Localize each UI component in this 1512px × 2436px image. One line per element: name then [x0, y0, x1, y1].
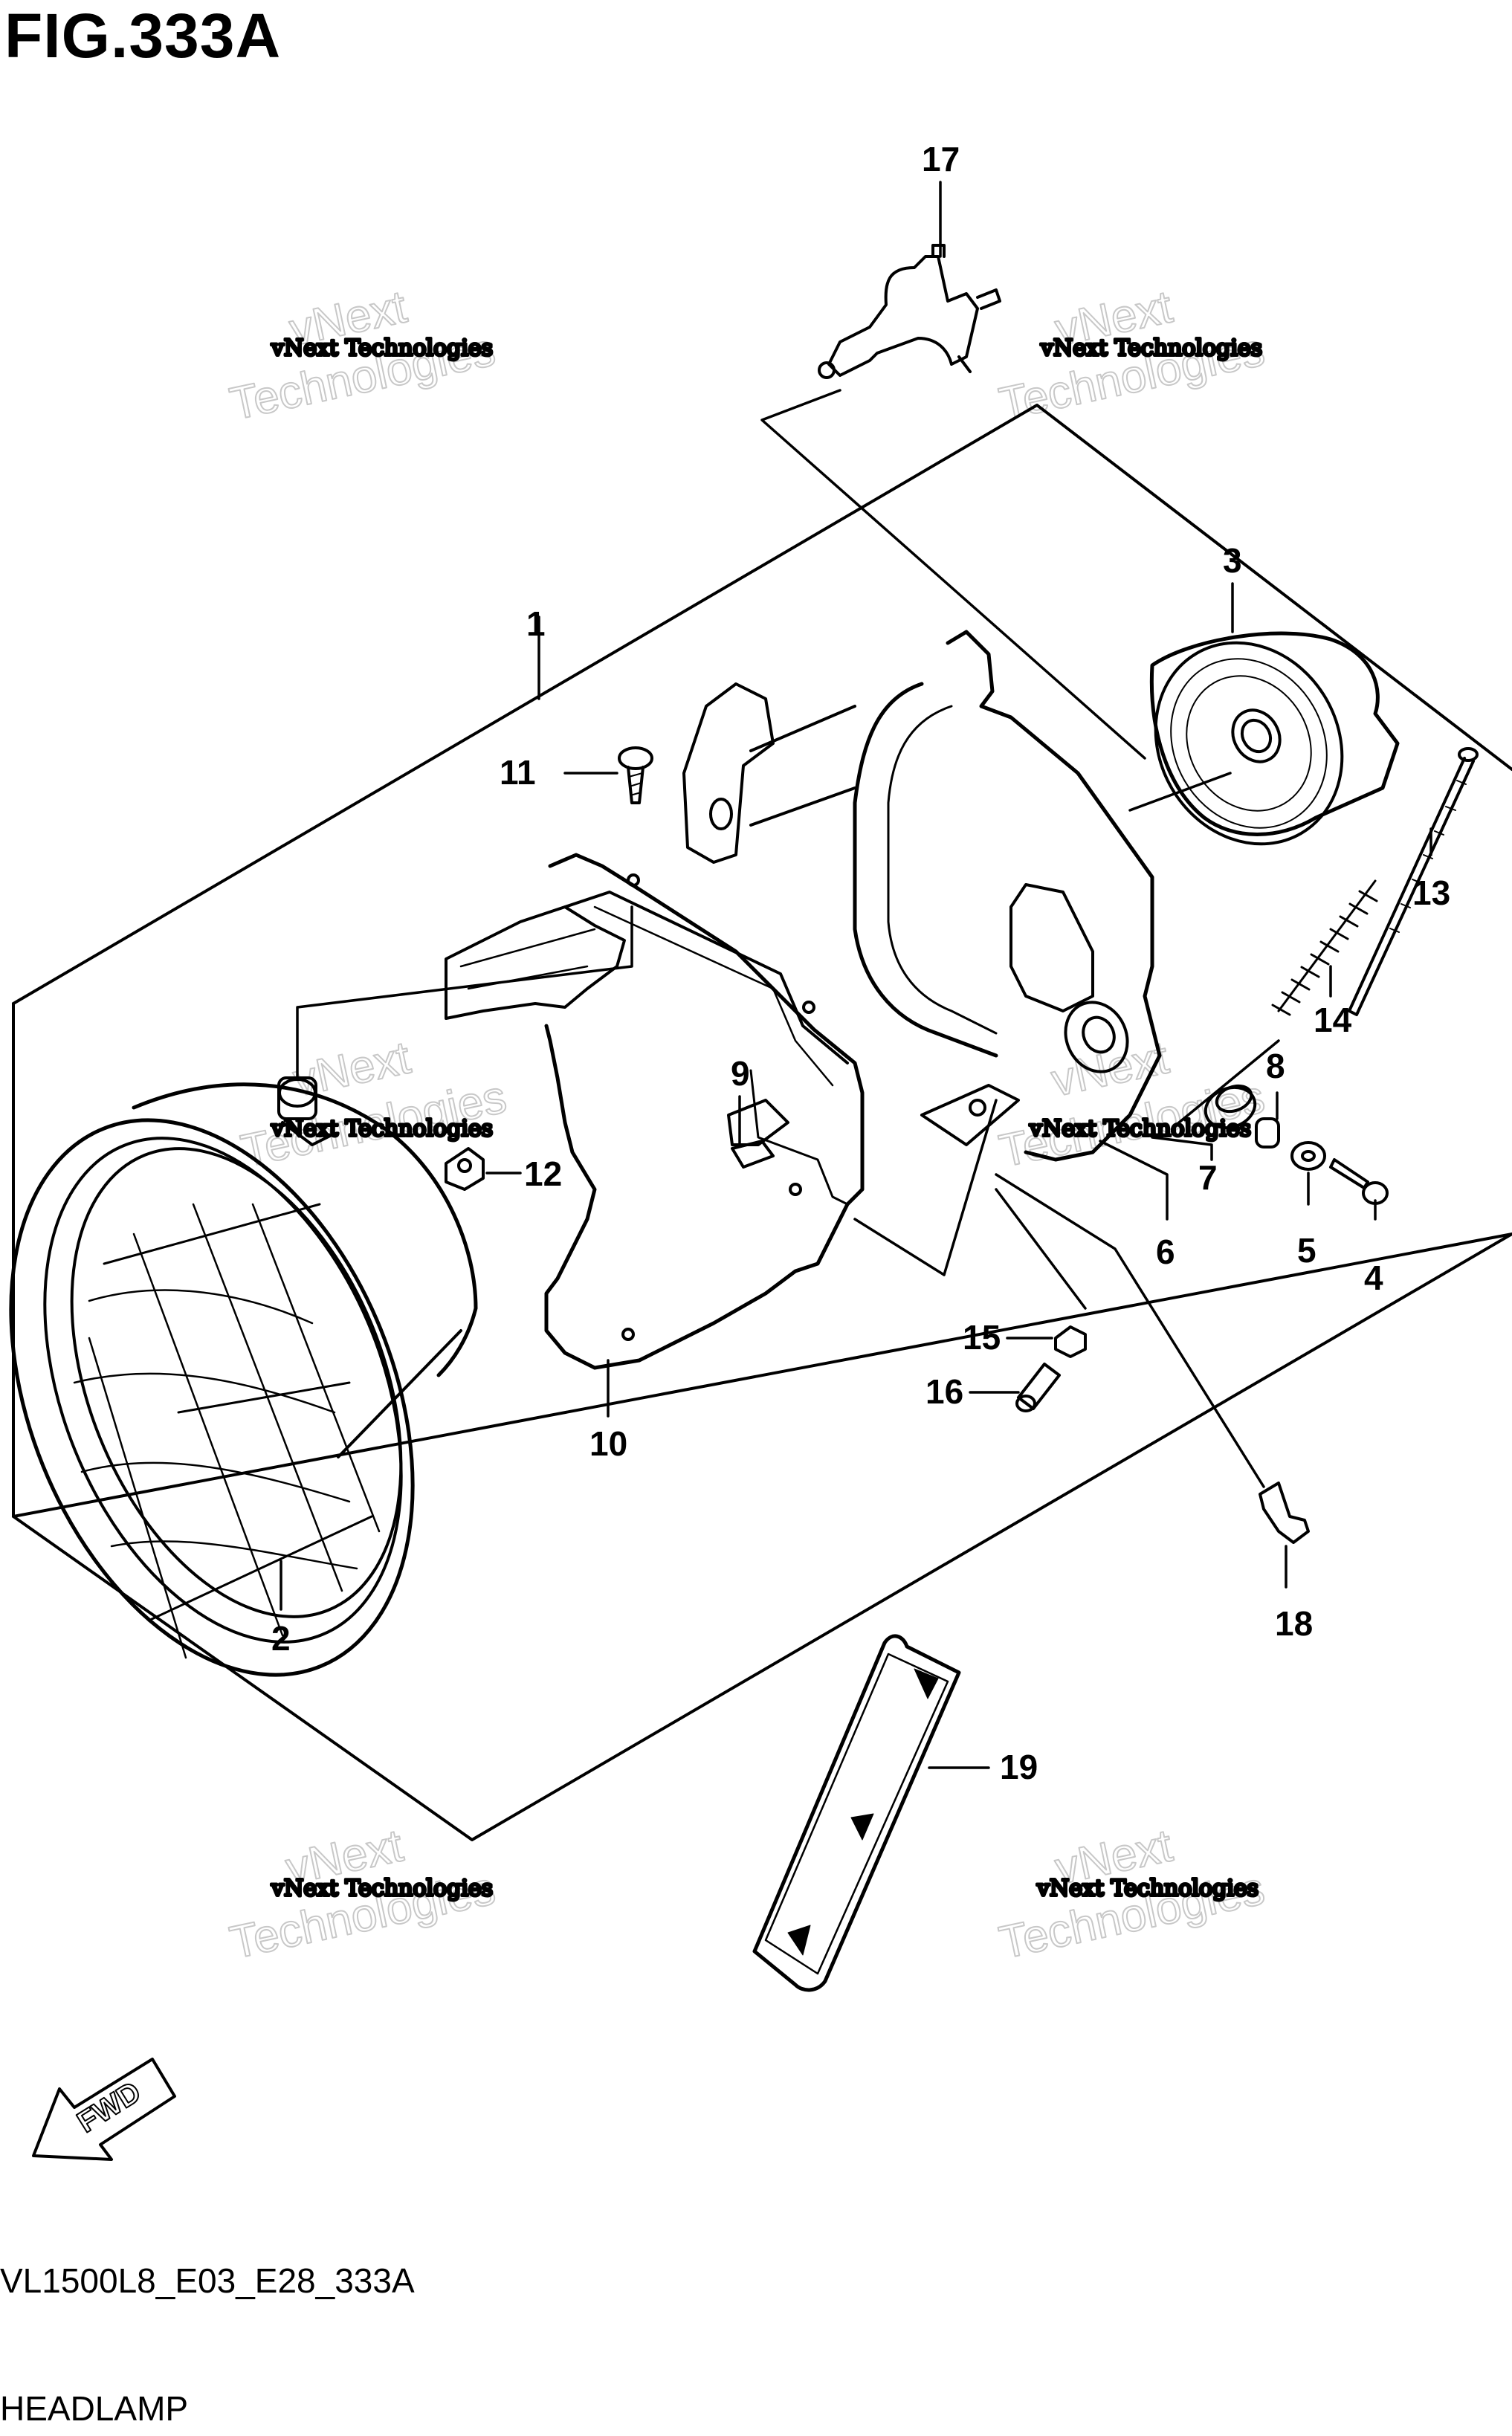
callout-18: 18 [1275, 1604, 1313, 1643]
watermark-text: vNext Technologies [1036, 1876, 1259, 1902]
bolt-4 [1329, 1158, 1389, 1205]
callout-12: 12 [524, 1154, 562, 1193]
nut-15 [1054, 1325, 1087, 1358]
watermark-bottom: Technologies vNext vNext Technologies Te… [225, 1819, 1270, 1969]
watermark-text: vNext Technologies [271, 1876, 493, 1902]
spring-14 [1271, 879, 1378, 1016]
leader-lines [280, 181, 1432, 1769]
callout-2: 2 [271, 1619, 291, 1658]
washer-5 [1290, 1141, 1326, 1171]
pin-16 [1015, 1363, 1061, 1412]
callout-4: 4 [1364, 1259, 1383, 1297]
leader-6 [1099, 1140, 1169, 1221]
screw-18 [1259, 1482, 1310, 1544]
callout-10: 10 [589, 1424, 627, 1463]
callout-8: 8 [1266, 1047, 1285, 1085]
assembly-outline-box [12, 404, 1512, 1841]
figure-title: FIG.333A [4, 1, 282, 71]
watermark-top-right: Technologies vNext vNext Technologies [995, 280, 1270, 430]
mounting-bracket-front [445, 853, 865, 1370]
collar-8 [1255, 1117, 1280, 1148]
callout-6: 6 [1156, 1232, 1175, 1271]
callout-17: 17 [922, 140, 960, 178]
headlamp-unit [9, 1076, 478, 1677]
callout-7: 7 [1198, 1158, 1218, 1197]
clip-9 [731, 1140, 775, 1169]
side-reflector [752, 1634, 961, 1992]
callout-16: 16 [925, 1372, 963, 1411]
forward-direction-marker: FWD [32, 2058, 176, 2161]
callout-3: 3 [1223, 541, 1242, 580]
leader-7 [1151, 1136, 1213, 1161]
mounting-bracket-rear [682, 630, 1162, 1162]
figure-code: VL1500L8_E03_E28_333A [0, 2261, 415, 2300]
callout-19: 19 [1000, 1748, 1038, 1786]
callout-labels: 1 2 3 4 5 6 7 8 9 10 11 12 13 14 15 16 1… [271, 140, 1450, 1786]
nut-12 [445, 1147, 485, 1191]
figure-name: HEADLAMP [0, 2389, 189, 2428]
bolt-13 [1348, 747, 1479, 1016]
headlamp-housing [1149, 631, 1400, 846]
callout-9: 9 [731, 1054, 750, 1093]
callout-14: 14 [1314, 1001, 1352, 1039]
watermark-text: vNext Technologies [271, 335, 493, 361]
hardware [445, 746, 1479, 1544]
callout-15: 15 [963, 1318, 1001, 1357]
watermark-top-left: Technologies vNext vNext Technologies [225, 280, 500, 430]
callout-11: 11 [500, 753, 536, 792]
bulb [818, 244, 1001, 379]
watermark-text: vNext Technologies [1029, 1116, 1251, 1142]
callout-13: 13 [1412, 873, 1450, 912]
grommet-7 [1204, 1084, 1257, 1130]
callout-5: 5 [1297, 1231, 1316, 1270]
watermark-text: vNext Technologies [1040, 335, 1262, 361]
callout-1: 1 [526, 604, 546, 643]
screw-11 [618, 746, 653, 804]
